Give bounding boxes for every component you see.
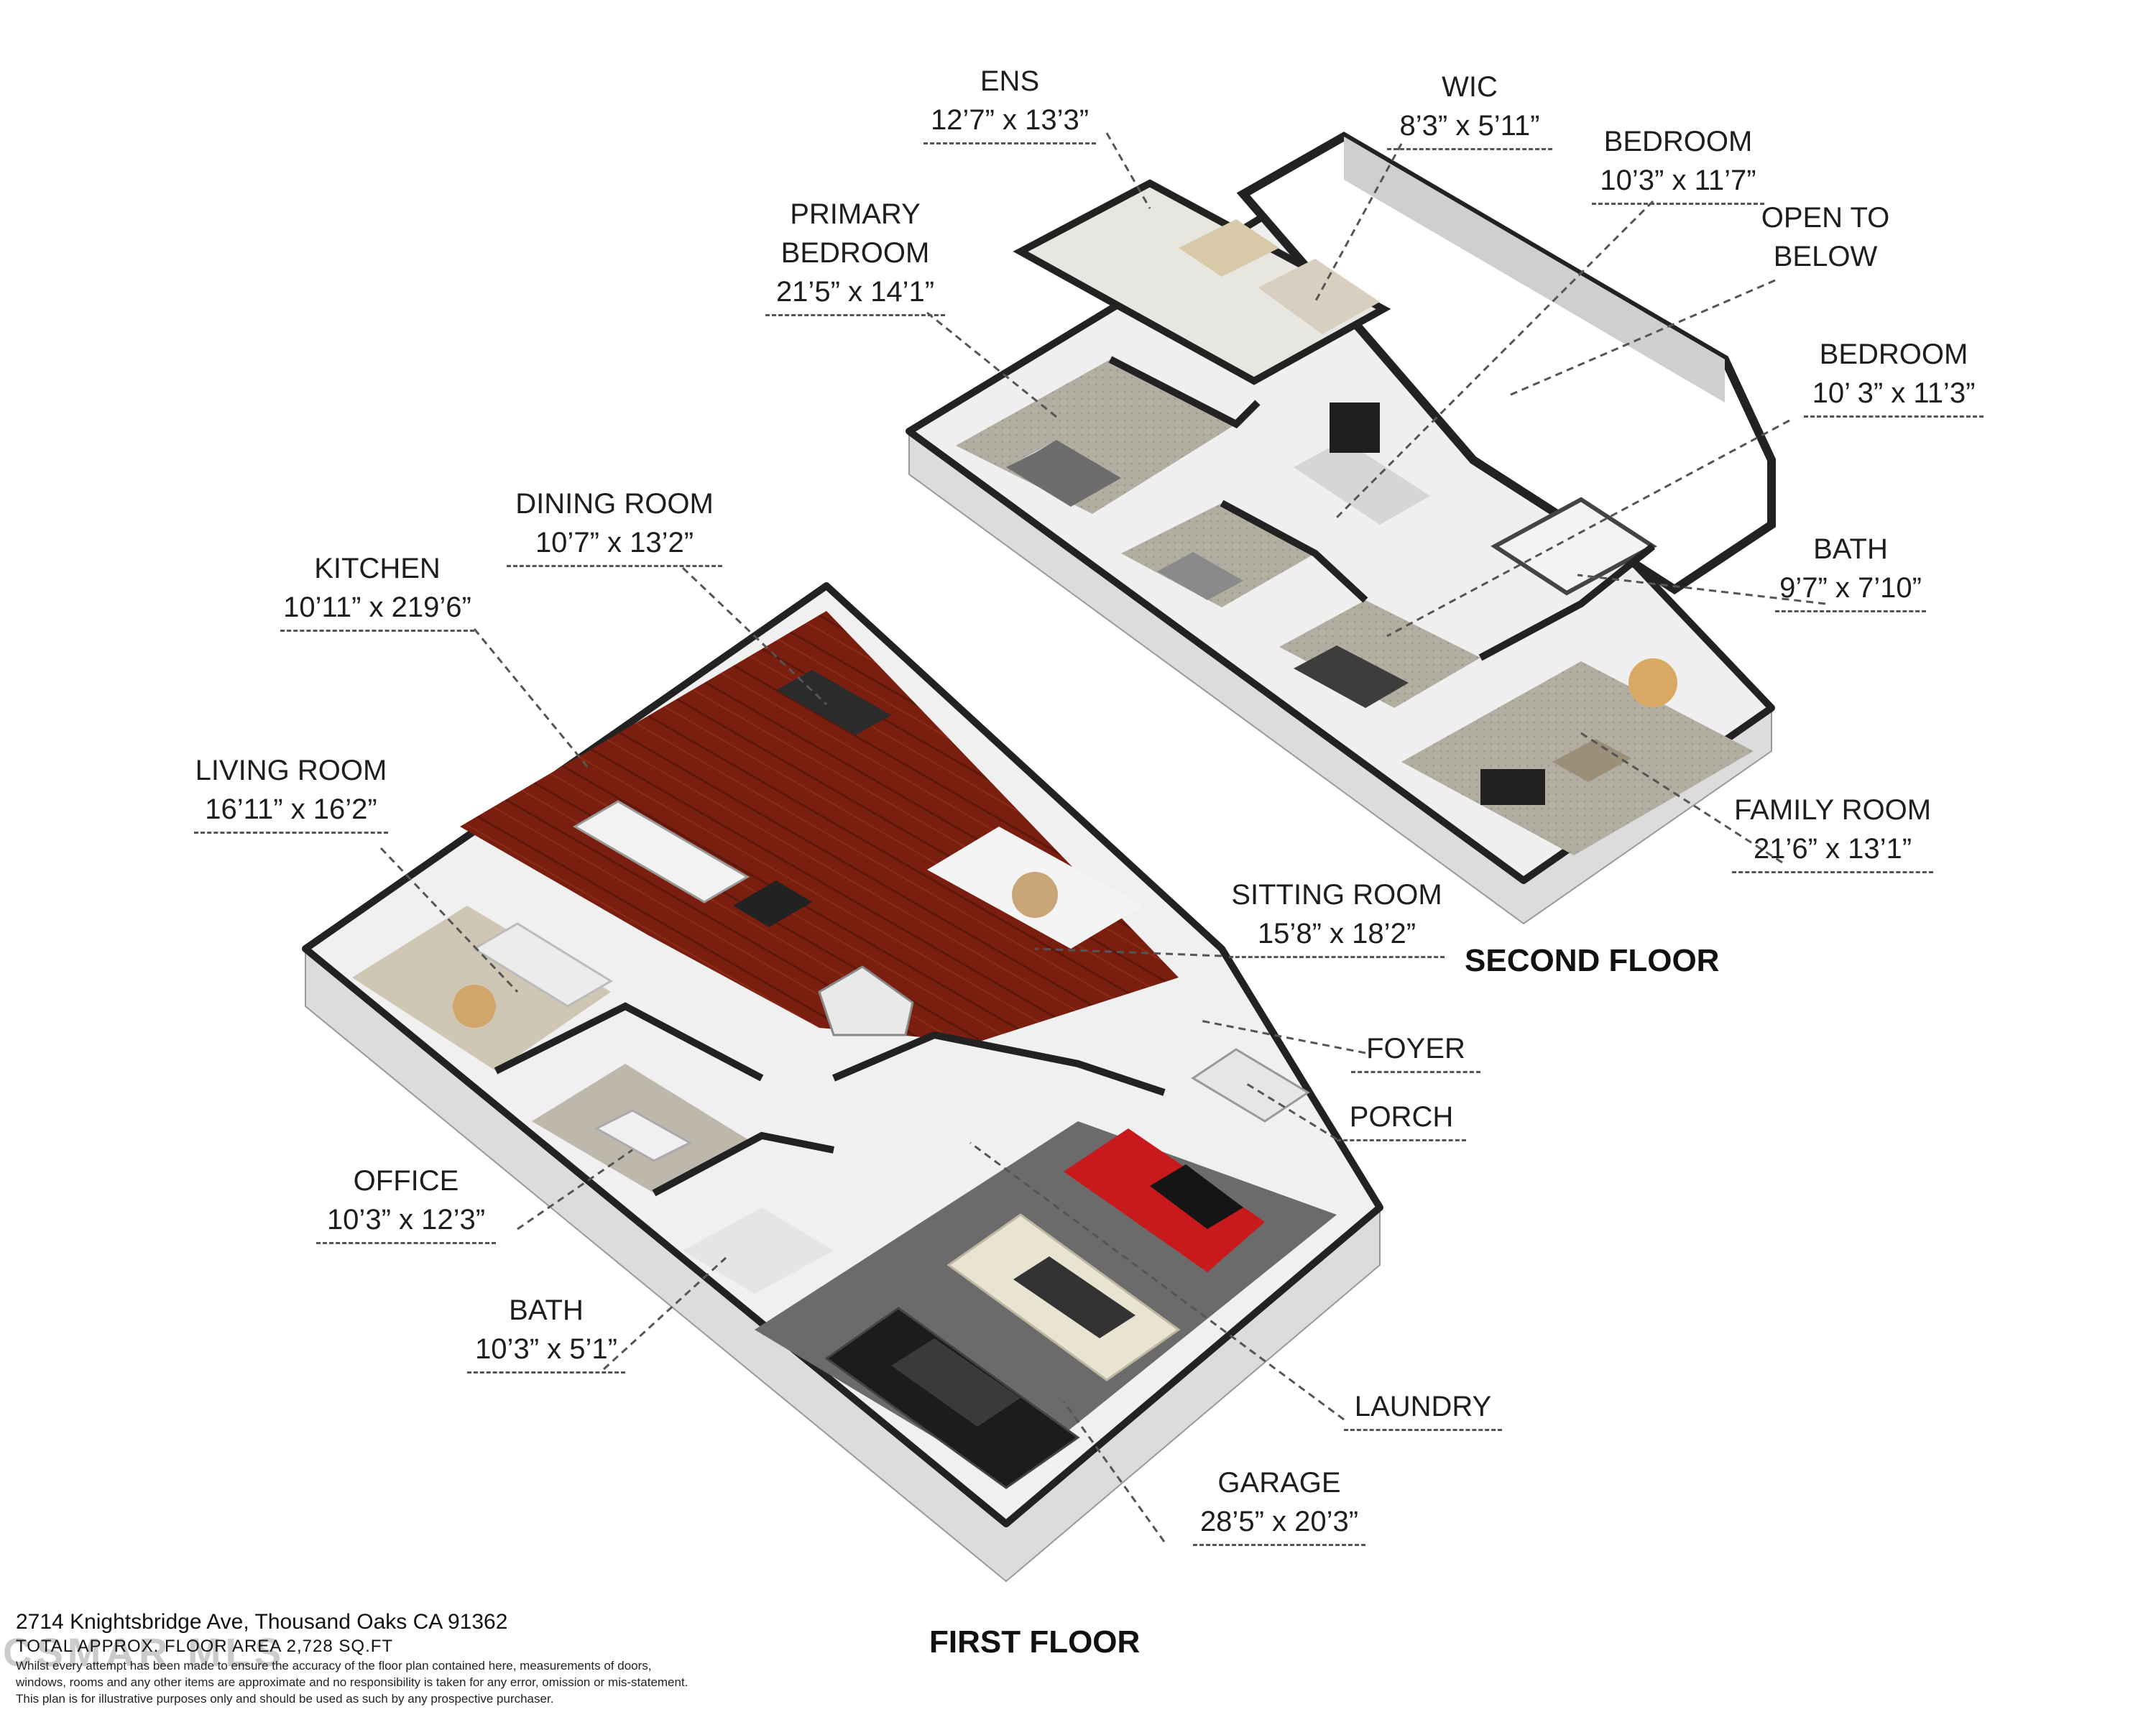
car-red [1064,1128,1265,1272]
room-name-line-2: BEDROOM [780,237,930,269]
main-stairs [818,965,914,1036]
room-dimensions: 10’3” x 11’7” [1592,161,1764,205]
stair-well [733,880,812,927]
label-foyer: FOYER [1351,1029,1480,1073]
label-wic: WIC 8’3” x 5’11” [1387,68,1552,150]
car-black [824,1307,1080,1489]
label-ens: ENS 12’7” x 13’3” [923,62,1096,144]
car-cream [946,1213,1181,1381]
room-name: KITCHEN [314,553,441,584]
second-floor-title: SECOND FLOOR [1465,943,1720,978]
room-name: DINING ROOM [515,488,714,520]
label-porch: PORCH [1337,1098,1466,1141]
total-floor-area: TOTAL APPROX. FLOOR AREA 2,728 SQ.FT [16,1637,394,1656]
kitchen-island [573,800,750,903]
bedroom-b-bed [1294,645,1409,708]
disclaimer-line-2: windows, rooms and any other items are a… [16,1675,688,1689]
dining-table [776,670,891,735]
room-dimensions: 12’7” x 13’3” [923,101,1096,144]
footer: 2714 Knightsbridge Ave, Thousand Oaks CA… [16,1609,806,1707]
room-dimensions: 9’7” x 7’10” [1775,569,1926,612]
room-name: LIVING ROOM [195,755,387,786]
room-dimensions: 21’5” x 14’1” [765,272,945,316]
room-name-line-1: PRIMARY [790,198,921,230]
room-name: FOYER [1351,1029,1480,1073]
room-name: FAMILY ROOM [1733,794,1932,826]
room-name: BEDROOM [1819,339,1968,370]
family-room-ottoman [1480,769,1545,805]
room-dimensions: 10’3” x 5’1” [467,1330,625,1374]
label-laundry: LAUNDRY [1344,1387,1502,1431]
first-floor-interior-walls-b [652,1131,834,1197]
bedroom-a-bed [1157,552,1243,600]
upper-stair-landing [1294,440,1430,525]
label-living-room: LIVING ROOM 16’11” x 16’2” [194,751,388,834]
ens-wic-block [1013,179,1391,385]
room-name: OFFICE [353,1165,459,1197]
sitting-room-ottoman [1012,872,1058,918]
room-dimensions: 28’5” x 20’3” [1193,1502,1365,1546]
first-floor-interior-walls-c [832,1031,1166,1096]
room-name: GARAGE [1217,1467,1341,1499]
room-name: PORCH [1337,1098,1466,1141]
room-dimensions: 10’ 3” x 11’3” [1804,374,1984,418]
room-name: ENS [980,65,1040,97]
label-primary-bedroom: PRIMARY BEDROOM 21’5” x 14’1” [765,195,945,316]
second-floor-plan [906,132,1776,925]
label-bath-downstairs: BATH 10’3” x 5’1” [467,1291,625,1374]
upper-stair-rail [1330,402,1380,453]
room-name-line-2: BELOW [1773,241,1878,272]
family-room-sofa [1552,739,1631,782]
label-dining-room: DINING ROOM 10’7” x 13’2” [507,484,722,567]
disclaimer-line-1: Whilst every attempt has been made to en… [16,1659,652,1673]
label-office: OFFICE 10’3” x 12’3” [316,1162,496,1244]
label-bath-upstairs: BATH 9’7” x 7’10” [1775,530,1926,612]
wood-floor [460,611,1179,1042]
room-dimensions: 10’11” x 219’6” [280,588,474,632]
open-to-below-wall [1344,137,1725,402]
bedroom-b-floor [1279,600,1480,708]
label-open-to-below: OPEN TO BELOW [1746,198,1904,276]
label-sitting-room: SITTING ROOM 15’8” x 18’2” [1229,875,1445,958]
label-bedroom-b: BEDROOM 10’ 3” x 11’3” [1804,335,1984,418]
second-floor-interior-walls-c [1478,543,1656,661]
watermark: CSMAR MLS [3,1629,286,1675]
room-name: SITTING ROOM [1231,879,1442,911]
room-dimensions: 21’6” x 13’1” [1732,829,1933,873]
room-name: LAUNDRY [1344,1387,1502,1431]
second-floor-interior-walls-b [1220,500,1368,603]
primary-bed [1006,440,1121,507]
room-name: WIC [1442,71,1498,103]
downstairs-bath-floor [683,1208,834,1294]
room-name-line-1: OPEN TO [1761,202,1890,234]
room-name: BEDROOM [1603,126,1753,157]
living-room-coffee-table [453,985,496,1028]
room-name: BATH [1813,533,1888,565]
property-address: 2714 Knightsbridge Ave, Thousand Oaks CA… [16,1610,508,1634]
first-floor-plan [302,582,1383,1583]
room-dimensions: 8’3” x 5’11” [1387,106,1552,150]
room-dimensions: 10’3” x 12’3” [316,1200,496,1244]
first-floor-interior-walls [494,1002,764,1082]
office-desk [594,1109,693,1162]
label-bedroom-a: BEDROOM 10’3” x 11’7” [1592,122,1764,205]
second-floor-interior-walls [1108,356,1261,429]
label-kitchen: KITCHEN 10’11” x 219’6” [280,549,474,632]
living-room-sofa [472,922,613,1008]
first-floor-title: FIRST FLOOR [929,1624,1141,1660]
room-dimensions: 10’7” x 13’2” [507,523,722,567]
room-name: BATH [509,1294,584,1326]
label-garage: GARAGE 28’5” x 20’3” [1193,1463,1365,1546]
label-family-room: FAMILY ROOM 21’6” x 13’1” [1732,791,1933,873]
family-room-table [1628,658,1677,707]
disclaimer-line-3: This plan is for illustrative purposes o… [16,1692,554,1706]
ens-vanity [1179,219,1279,277]
room-dimensions: 15’8” x 18’2” [1229,914,1445,958]
room-dimensions: 16’11” x 16’2” [194,790,388,834]
leader-lines [379,132,1826,1542]
